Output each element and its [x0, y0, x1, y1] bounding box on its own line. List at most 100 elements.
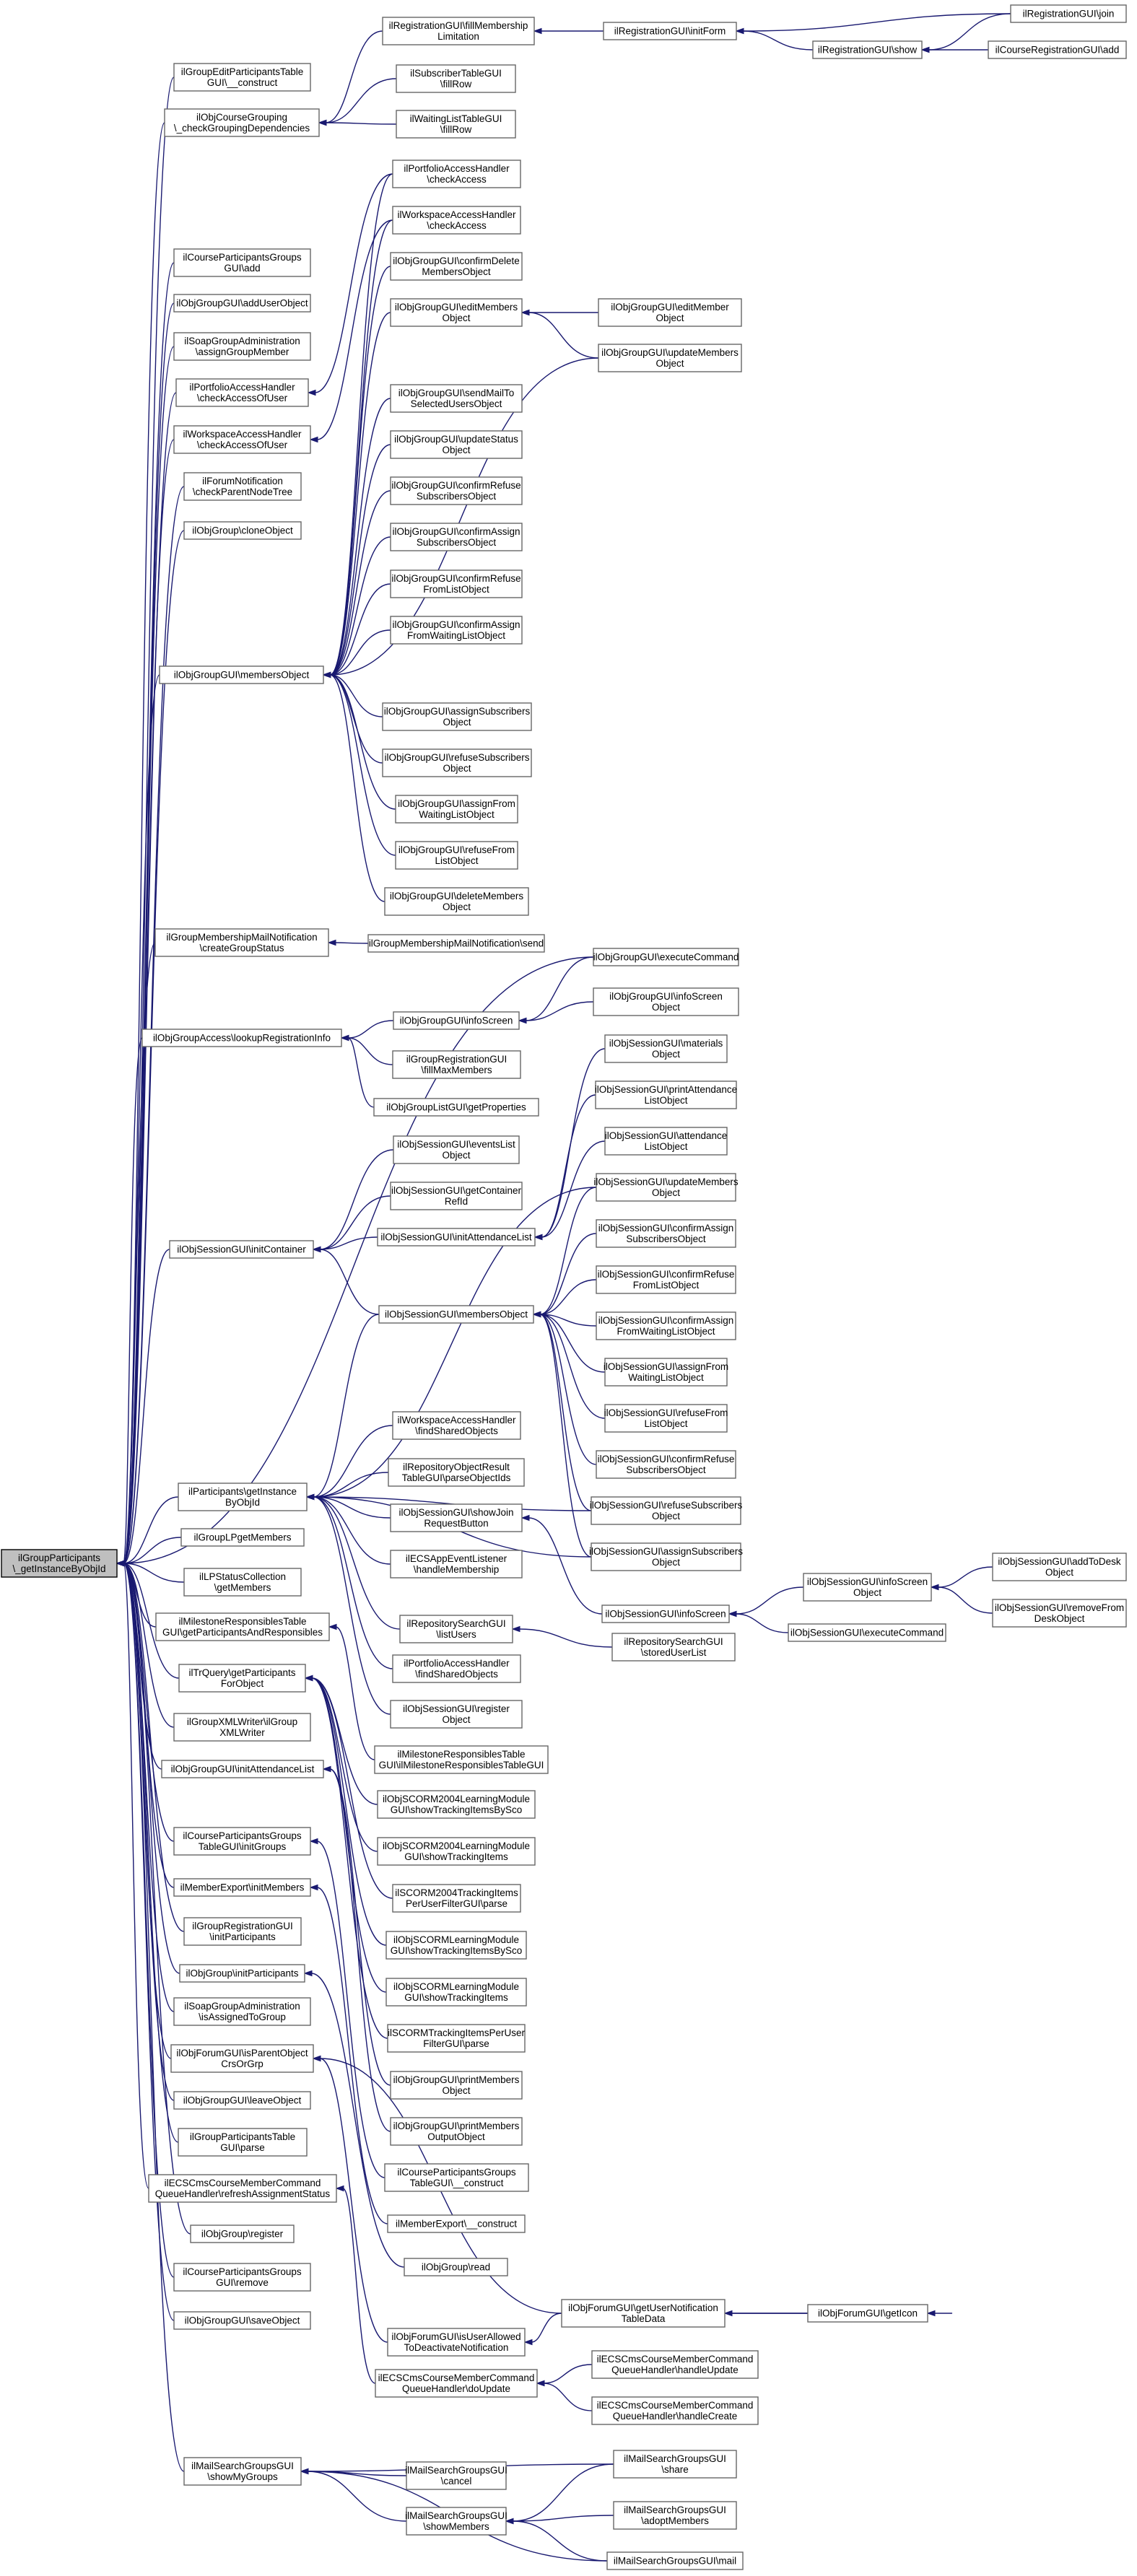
node-ilportfolioaccesshandler-checkaccess[interactable]: ilPortfolioAccessHandler\checkAccess: [392, 160, 521, 188]
node-ilgroupmembershipmailnotification-send[interactable]: ilGroupMembershipMailNotification\send: [367, 934, 545, 953]
node-ilregistrationgui-fillmembershiplimitation[interactable]: ilRegistrationGUI\fillMembershipLimitati…: [382, 17, 535, 45]
node-ilobjsessiongui-confirmrefusefromlistobject[interactable]: ilObjSessionGUI\confirmRefuseFromListObj…: [596, 1265, 736, 1294]
node-ilportfolioaccesshandler-findsharedobjects[interactable]: ilPortfolioAccessHandler\findSharedObjec…: [392, 1654, 521, 1683]
node-ilrepositorysearchgui-listusers[interactable]: ilRepositorySearchGUI\listUsers: [399, 1615, 513, 1643]
node-ilcourseparticipantsgroupstablegui-__construct[interactable]: ilCourseParticipantsGroupsTableGUI\__con…: [384, 2163, 529, 2192]
node-ilobjgroup-read[interactable]: ilObjGroup\read: [404, 2258, 508, 2276]
node-ilobjgroupgui-infoscreen[interactable]: ilObjGroupGUI\infoScreen: [393, 1011, 520, 1030]
node-ilobjsessiongui-executecommand[interactable]: ilObjSessionGUI\executeCommand: [788, 1623, 946, 1642]
node-ilregistrationgui-initform[interactable]: ilRegistrationGUI\initForm: [603, 22, 737, 40]
node-ilgroupeditparticipantstablegui-__construct[interactable]: ilGroupEditParticipantsTableGUI\__constr…: [173, 63, 311, 92]
node-ilecsappeventlistener-handlemembership[interactable]: ilECSAppEventListener\handleMembership: [390, 1550, 523, 1579]
node-ilsubscribertablegui-fillrow[interactable]: ilSubscriberTableGUI\fillRow: [396, 64, 516, 93]
node-ilobjgrouplistgui-getproperties[interactable]: ilObjGroupListGUI\getProperties: [373, 1098, 539, 1117]
node-ilobjgroupaccess-lookupregistrationinfo[interactable]: ilObjGroupAccess\lookupRegistrationInfo: [141, 1029, 342, 1047]
node-ilecscmscoursemembercommandqueuehandler-handlecreate[interactable]: ilECSCmsCourseMemberCommandQueueHandler\…: [591, 2396, 759, 2425]
node-ilobjgroupgui-confirmrefusesubscribersobject[interactable]: ilObjGroupGUI\confirmRefuseSubscribersOb…: [390, 476, 523, 505]
node-ilobjsessiongui-membersobject[interactable]: ilObjSessionGUI\membersObject: [378, 1305, 534, 1324]
node-ilforumnotification-checkparentnodetree[interactable]: ilForumNotification\checkParentNodeTree: [183, 472, 302, 501]
node-ilsoapgroupadministration-isassignedtogroup[interactable]: ilSoapGroupAdministration\isAssignedToGr…: [173, 1997, 311, 2026]
node-ilobjgroupgui-initattendancelist[interactable]: ilObjGroupGUI\initAttendanceList: [161, 1760, 324, 1778]
node-ilcourseregistrationgui-add[interactable]: ilCourseRegistrationGUI\add: [988, 40, 1127, 59]
node-ilgrouplpgetmembers[interactable]: ilGroupLPgetMembers: [180, 1528, 305, 1547]
node-ilobjgroupgui-saveobject[interactable]: ilObjGroupGUI\saveObject: [173, 2311, 311, 2330]
node-ilobjgroupgui-assignfromwaitinglistobject[interactable]: ilObjGroupGUI\assignFromWaitingListObjec…: [395, 795, 518, 824]
node-ilwaitinglisttablegui-fillrow[interactable]: ilWaitingListTableGUI\fillRow: [396, 110, 516, 139]
node-ilobjscorm2004learningmodulegui-showtrackingitemsbysco[interactable]: ilObjSCORM2004LearningModuleGUI\showTrac…: [377, 1790, 536, 1819]
node-ilcourseparticipantsgroupstablegui-initgroups[interactable]: ilCourseParticipantsGroupsTableGUI\initG…: [173, 1827, 311, 1856]
node-ilecscmscoursemembercommandqueuehandler-doupdate[interactable]: ilECSCmsCourseMemberCommandQueueHandler\…: [375, 2369, 538, 2398]
node-ilsoapgroupadministration-assigngroupmember[interactable]: ilSoapGroupAdministration\assignGroupMem…: [173, 332, 311, 361]
node-ilobjsessiongui-initattendancelist[interactable]: ilObjSessionGUI\initAttendanceList: [377, 1228, 536, 1246]
node-ilmemberexport-initmembers[interactable]: ilMemberExport\initMembers: [173, 1878, 311, 1897]
node-ilmemberexport-__construct[interactable]: ilMemberExport\__construct: [387, 2214, 526, 2233]
node-ilgroupregistrationgui-fillmaxmembers[interactable]: ilGroupRegistrationGUI\fillMaxMembers: [392, 1050, 521, 1079]
node-ilobjgroupgui-membersobject[interactable]: ilObjGroupGUI\membersObject: [159, 665, 324, 684]
node-ilmilestoneresponsiblestablegui-getparticipantsandresponsibles[interactable]: ilMilestoneResponsiblesTableGUI\getParti…: [155, 1612, 330, 1641]
node-ilobjgroup-register[interactable]: ilObjGroup\register: [190, 2224, 295, 2243]
node-ilobjgroupgui-confirmrefusefromlistobject[interactable]: ilObjGroupGUI\confirmRefuseFromListObjec…: [390, 569, 523, 598]
node-ilparticipants-getinstancebyobjid[interactable]: ilParticipants\getInstanceByObjId: [178, 1483, 308, 1511]
node-ilobjgroupgui-confirmassignsubscribersobject[interactable]: ilObjGroupGUI\confirmAssignSubscribersOb…: [390, 523, 523, 551]
node-ilobjsessiongui-assignfromwaitinglistobject[interactable]: ilObjSessionGUI\assignFromWaitingListObj…: [604, 1358, 728, 1387]
node-ilobjscormlearningmodulegui-showtrackingitemsbysco[interactable]: ilObjSCORMLearningModuleGUI\showTracking…: [385, 1931, 527, 1960]
node-ilregistrationgui-show[interactable]: ilRegistrationGUI\show: [812, 40, 923, 59]
node-ilobjsessiongui-confirmassignfromwaitinglistobject[interactable]: ilObjSessionGUI\confirmAssignFromWaiting…: [596, 1311, 736, 1340]
node-ilobjscormlearningmodulegui-showtrackingitems[interactable]: ilObjSCORMLearningModuleGUI\showTracking…: [385, 1978, 527, 2007]
node-ilworkspaceaccesshandler-checkaccessofuser[interactable]: ilWorkspaceAccessHandler\checkAccessOfUs…: [173, 425, 311, 454]
node-ilgroupmembershipmailnotification-creategroupstatus[interactable]: ilGroupMembershipMailNotification\create…: [154, 928, 329, 957]
node-ilobjsessiongui-confirmrefusesubscribersobject[interactable]: ilObjSessionGUI\confirmRefuseSubscribers…: [596, 1450, 736, 1479]
node-ilmailsearchgroupsgui-adoptmembers[interactable]: ilMailSearchGroupsGUI\adoptMembers: [613, 2501, 737, 2530]
node-ilobjsessiongui-printattendancelistobject[interactable]: ilObjSessionGUI\printAttendanceListObjec…: [595, 1080, 737, 1109]
node-ilobjsessiongui-infoscreen[interactable]: ilObjSessionGUI\infoScreen: [601, 1604, 730, 1623]
node-ilmailsearchgroupsgui-mail[interactable]: ilMailSearchGroupsGUI\mail: [606, 2551, 744, 2570]
node-ilworkspaceaccesshandler-checkaccess[interactable]: ilWorkspaceAccessHandler\checkAccess: [392, 206, 521, 235]
node-ilmailsearchgroupsgui-cancel[interactable]: ilMailSearchGroupsGUI\cancel: [405, 2461, 507, 2490]
node-ilobjcoursegrouping-_checkgroupingdependencies[interactable]: ilObjCourseGrouping\_checkGroupingDepend…: [164, 108, 320, 137]
node-illpstatuscollection-getmembers[interactable]: ilLPStatusCollection\getMembers: [183, 1568, 302, 1597]
node-ilobjforumgui-getusernotificationtabledata[interactable]: ilObjForumGUI\getUserNotificationTableDa…: [561, 2299, 726, 2328]
node-ilobjgroup-initparticipants[interactable]: ilObjGroup\initParticipants: [179, 1964, 305, 1983]
node-ilgroupregistrationgui-initparticipants[interactable]: ilGroupRegistrationGUI\initParticipants: [183, 1917, 302, 1946]
node-ilecscmscoursemembercommandqueuehandler-refreshassignmentstatus[interactable]: ilECSCmsCourseMemberCommandQueueHandler\…: [148, 2174, 337, 2203]
node-ilmailsearchgroupsgui-showmembers[interactable]: ilMailSearchGroupsGUI\showMembers: [405, 2507, 507, 2536]
node-ilobjgroup-cloneobject[interactable]: ilObjGroup\cloneObject: [183, 521, 302, 540]
node-ilobjgroupgui-executecommand[interactable]: ilObjGroupGUI\executeCommand: [593, 948, 739, 966]
node-ilrepositoryobjectresulttablegui-parseobjectids[interactable]: ilRepositoryObjectResultTableGUI\parseOb…: [388, 1458, 525, 1487]
node-ilmilestoneresponsiblestablegui-ilmilestoneresponsiblestablegui[interactable]: ilMilestoneResponsiblesTableGUI\ilMilest…: [374, 1745, 549, 1774]
node-ilobjforumgui-isuserallowedtodeactivatenotification[interactable]: ilObjForumGUI\isUserAllowedToDeactivateN…: [387, 2328, 526, 2357]
node-ilobjscorm2004learningmodulegui-showtrackingitems[interactable]: ilObjSCORM2004LearningModuleGUI\showTrac…: [377, 1837, 536, 1866]
node-ilobjforumgui-geticon[interactable]: ilObjForumGUI\getIcon: [807, 2304, 928, 2323]
node-ilgroupparticipants-_getinstancebyobjid[interactable]: ilGroupParticipants\_getInstanceByObjId: [1, 1549, 118, 1578]
node-ilecscmscoursemembercommandqueuehandler-handleupdate[interactable]: ilECSCmsCourseMemberCommandQueueHandler\…: [591, 2350, 759, 2379]
node-ilgroupxmlwriter-ilgroupxmlwriter[interactable]: ilGroupXMLWriter\ilGroupXMLWriter: [173, 1713, 311, 1742]
node-ilobjsessiongui-confirmassignsubscribersobject[interactable]: ilObjSessionGUI\confirmAssignSubscribers…: [596, 1219, 736, 1248]
node-ilworkspaceaccesshandler-findsharedobjects[interactable]: ilWorkspaceAccessHandler\findSharedObjec…: [392, 1411, 521, 1440]
node-ilscormtrackingitemsperuserfiltergui-parse[interactable]: ilSCORMTrackingItemsPerUserFilterGUI\par…: [387, 2024, 526, 2053]
node-ilrepositorysearchgui-storeduserlist[interactable]: ilRepositorySearchGUI\storedUserList: [611, 1633, 736, 1662]
